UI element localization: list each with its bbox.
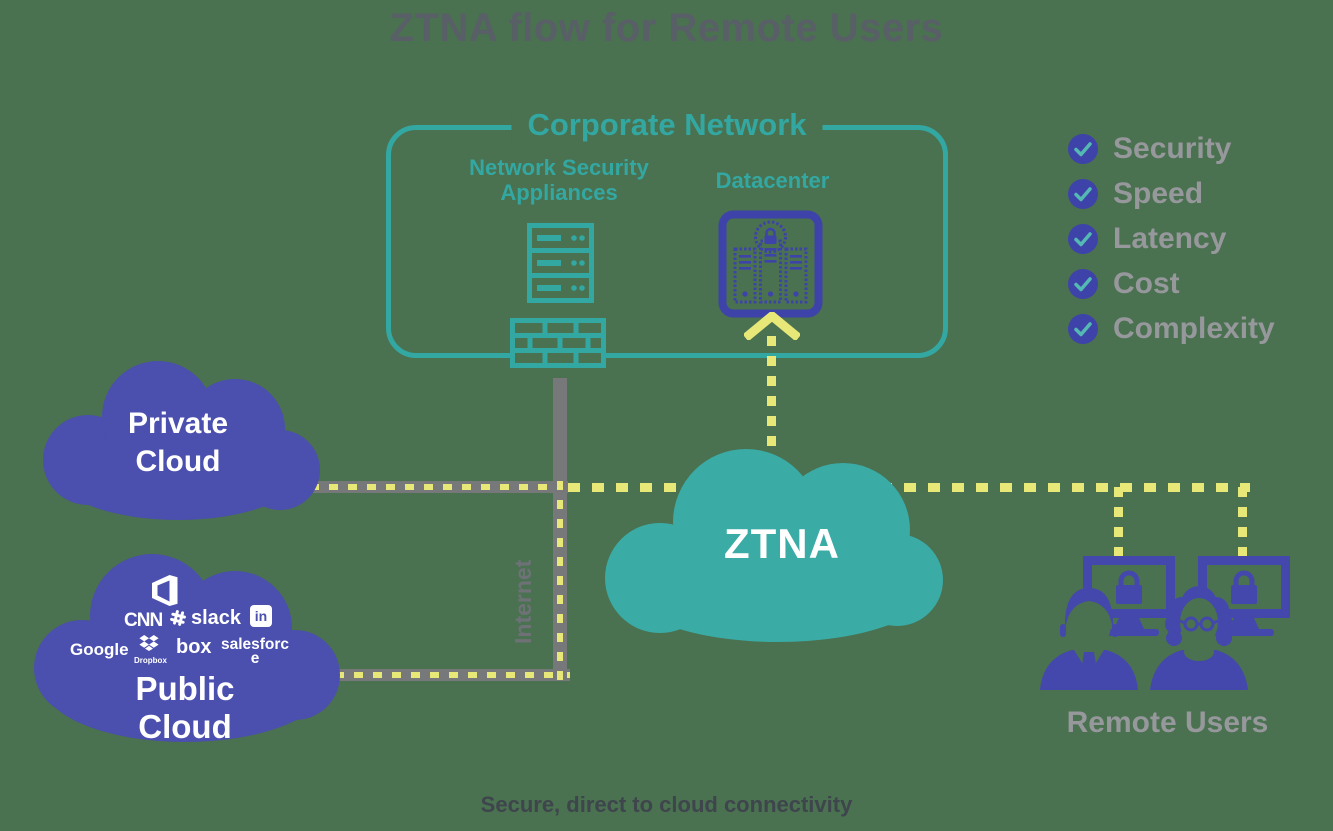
datacenter-icon — [718, 210, 823, 318]
benefit-item: Complexity — [1068, 314, 1275, 344]
salesforce-logo: salesforce — [220, 636, 290, 667]
firewall-icon — [510, 318, 606, 368]
dropbox-label: Dropbox — [134, 656, 167, 665]
corporate-network-box: Corporate Network — [386, 106, 948, 358]
glasses-icon — [1179, 616, 1219, 632]
line-dash — [335, 672, 570, 678]
benefit-label: Latency — [1113, 222, 1227, 255]
line-ztna-to-remote-users — [568, 483, 1250, 492]
page-title: ZTNA flow for Remote Users — [389, 6, 944, 50]
ztna-cloud-shape — [605, 449, 943, 642]
female-user-icon — [1150, 586, 1248, 690]
line-drop-right-monitor — [1238, 487, 1247, 559]
private-cloud-label: Private Cloud — [127, 407, 229, 478]
line-drop-left-monitor — [1114, 487, 1123, 559]
private-cloud-shape — [43, 361, 320, 520]
benefit-label: Security — [1113, 132, 1232, 165]
benefit-label: Complexity — [1113, 312, 1275, 345]
monitor-lock-icon — [1083, 556, 1175, 636]
line-dash — [557, 481, 563, 681]
dropbox-logo: Dropbox — [134, 635, 167, 665]
benefit-label: Speed — [1113, 177, 1204, 210]
slack-label: slack — [191, 607, 242, 629]
check-icon — [1068, 269, 1098, 299]
public-cloud-label: Public Cloud — [135, 670, 235, 745]
slack-logo: slack — [170, 607, 241, 630]
line-ztna-to-datacenter — [767, 336, 776, 448]
server-rack-icon — [527, 223, 594, 303]
check-icon — [1068, 134, 1098, 164]
male-user-icon — [1040, 588, 1138, 690]
linkedin-logo: in — [250, 605, 272, 627]
benefit-item: Speed — [1068, 179, 1275, 209]
line-dash — [310, 484, 568, 490]
benefit-item: Cost — [1068, 269, 1275, 299]
internet-label: Internet — [510, 559, 536, 644]
check-icon — [1068, 179, 1098, 209]
line-private-to-internet — [310, 481, 568, 493]
remote-users-label: Remote Users — [1066, 706, 1269, 739]
corporate-network-label: Corporate Network — [511, 106, 823, 144]
ztna-cloud-label: ZTNA — [724, 520, 840, 567]
public-cloud-shape — [34, 554, 340, 742]
footer-caption: Secure, direct to cloud connectivity — [480, 792, 853, 817]
check-icon — [1068, 224, 1098, 254]
box-logo: box — [176, 636, 212, 658]
cnn-logo: CNN — [124, 610, 163, 631]
line-public-to-internet — [335, 669, 570, 681]
google-logo: Google — [70, 640, 129, 659]
office-icon — [152, 575, 178, 606]
up-arrow-icon — [744, 312, 800, 340]
line-internet-trunk — [553, 481, 567, 681]
benefit-item: Security — [1068, 134, 1275, 164]
datacenter-label: Datacenter — [715, 168, 830, 193]
benefit-label: Cost — [1113, 267, 1180, 300]
slack-icon — [170, 610, 186, 626]
dropbox-icon — [139, 635, 159, 651]
benefits-list: Security Speed Latency Cost Complexity — [1068, 134, 1275, 344]
benefit-item: Latency — [1068, 224, 1275, 254]
check-icon — [1068, 314, 1098, 344]
network-security-appliances-label: Network Security Appliances — [469, 155, 649, 205]
line-firewall-stub — [553, 378, 567, 483]
